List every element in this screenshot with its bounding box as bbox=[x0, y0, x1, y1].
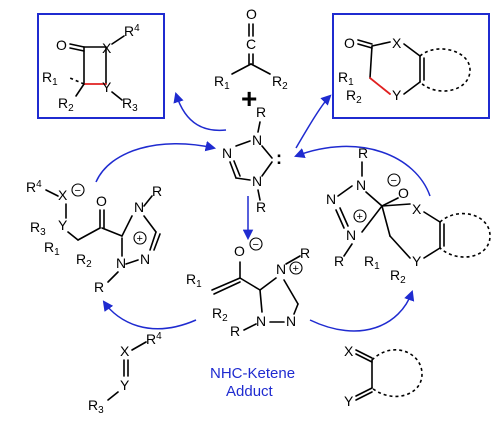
atom-N-adduct-top: N bbox=[276, 261, 286, 277]
label-R3-imine: R3 bbox=[88, 397, 104, 416]
product-six-membered-ring: O X Y R1 R2 bbox=[332, 13, 490, 119]
atom-N2-nhc: N bbox=[222, 145, 232, 161]
atom-O-ketene: O bbox=[246, 6, 257, 22]
label-R2-right: R2 bbox=[390, 267, 406, 286]
atom-X-imine: X bbox=[120, 343, 130, 359]
atom-X-right: X bbox=[412, 201, 422, 217]
product-box-right bbox=[332, 13, 490, 119]
atom-Y-left: Y bbox=[58, 217, 68, 233]
nhc-catalyst: R N N N : R bbox=[222, 104, 282, 215]
atom-N-right-bottom: N bbox=[346, 227, 356, 243]
charge-O-right: − bbox=[391, 175, 397, 187]
label-R1-adduct: R1 bbox=[186, 271, 202, 290]
atom-N-adduct-bottom: N bbox=[256, 313, 266, 329]
arrow-release-lactam bbox=[173, 91, 227, 132]
label-R2-sixring: R2 bbox=[346, 87, 362, 106]
atom-N-right-left: N bbox=[326, 191, 336, 207]
label-R-left-bottom: R bbox=[94, 279, 104, 295]
atom-N1-nhc: N bbox=[252, 132, 262, 148]
label-R3-lactam: R3 bbox=[122, 95, 138, 114]
label-R1-right: R1 bbox=[364, 253, 380, 272]
atom-C-ketene: C bbox=[246, 36, 256, 52]
label-R-right-top: R bbox=[358, 145, 368, 161]
atom-N4-nhc: N bbox=[252, 173, 262, 189]
arrow-release-sixring bbox=[295, 94, 332, 149]
arrow-right-cycle-top bbox=[294, 145, 431, 197]
label-R4-lactam: R4 bbox=[124, 23, 140, 39]
label-R1-lactam: R1 bbox=[42, 69, 58, 88]
label-R2-left: R2 bbox=[76, 251, 92, 270]
label-R-nhc-top: R bbox=[256, 104, 266, 120]
label-R2-adduct: R2 bbox=[212, 305, 228, 324]
carbene-lone-pair: : bbox=[276, 148, 282, 168]
ketene-reagent: O C R1 R2 + bbox=[214, 6, 288, 114]
label-R4-imine: R4 bbox=[146, 331, 162, 347]
right-intermediate: R N N N + R O − X Y R1 R2 bbox=[326, 145, 491, 286]
atom-N-left-right: N bbox=[140, 251, 150, 267]
arrow-left-cycle-top bbox=[95, 141, 217, 183]
left-intermediate: R4 X − R3 Y O R1 R2 N R + N N R bbox=[26, 179, 162, 295]
label-R1-ketene: R1 bbox=[214, 73, 230, 92]
plus-sign: + bbox=[241, 83, 257, 114]
nhc-ketene-adduct: O − R1 R2 N + R N N R bbox=[186, 237, 310, 339]
enolate-charge: − bbox=[253, 239, 259, 251]
caption-line2: Adduct bbox=[226, 383, 274, 400]
arrow-left-cycle-bottom bbox=[102, 300, 197, 330]
atom-O-left: O bbox=[96, 193, 107, 209]
charge-right-ring: + bbox=[357, 211, 363, 223]
arrow-right-cycle-bottom bbox=[309, 290, 415, 332]
label-R2-lactam: R2 bbox=[58, 95, 74, 114]
label-R-right-bottom: R bbox=[334, 253, 344, 269]
label-R-left-top: R bbox=[152, 183, 162, 199]
atom-O-enolate: O bbox=[234, 243, 245, 259]
atom-N-adduct-right: N bbox=[286, 313, 296, 329]
atom-X-left: X bbox=[58, 187, 68, 203]
label-R4-left: R4 bbox=[26, 179, 42, 195]
atom-O-lactam: O bbox=[56, 37, 67, 53]
atom-X-sixring: X bbox=[392, 35, 402, 51]
caption-line1: NHC-Ketene bbox=[210, 365, 295, 382]
adduct-cation: + bbox=[293, 263, 299, 275]
label-R-nhc-bottom: R bbox=[256, 199, 266, 215]
atom-N-left-top: N bbox=[134, 199, 144, 215]
label-R-adduct-bottom: R bbox=[230, 323, 240, 339]
charge-left-ring: + bbox=[137, 233, 143, 245]
label-R-adduct-top: R bbox=[300, 245, 310, 261]
product-four-membered-ring: O X R4 Y R3 R1 R2 bbox=[37, 13, 165, 119]
atom-Y-right: Y bbox=[412, 253, 422, 269]
reagent-cyclic: X Y bbox=[344, 343, 423, 409]
label-R3-left: R3 bbox=[30, 219, 46, 238]
reagent-imine: X R4 Y R3 bbox=[88, 331, 162, 416]
atom-N-left-bottom: N bbox=[116, 255, 126, 271]
atom-Y-cyclic: Y bbox=[344, 393, 354, 409]
atom-O-right: O bbox=[398, 185, 409, 201]
atom-Y-imine: Y bbox=[120, 377, 130, 393]
catalytic-cycle bbox=[95, 91, 431, 332]
atom-O-sixring: O bbox=[344, 35, 355, 51]
label-R1-sixring: R1 bbox=[338, 69, 354, 88]
atom-N-right-top: N bbox=[356, 177, 366, 193]
atom-Y-sixring: Y bbox=[392, 87, 402, 103]
atom-X-lactam: X bbox=[102, 40, 112, 56]
atom-X-cyclic: X bbox=[344, 343, 354, 359]
label-R1-left: R1 bbox=[44, 239, 60, 258]
label-R2-ketene: R2 bbox=[272, 73, 288, 92]
charge-X-left: − bbox=[75, 185, 81, 197]
atom-Y-lactam: Y bbox=[102, 79, 112, 95]
product-box-left bbox=[37, 13, 165, 119]
